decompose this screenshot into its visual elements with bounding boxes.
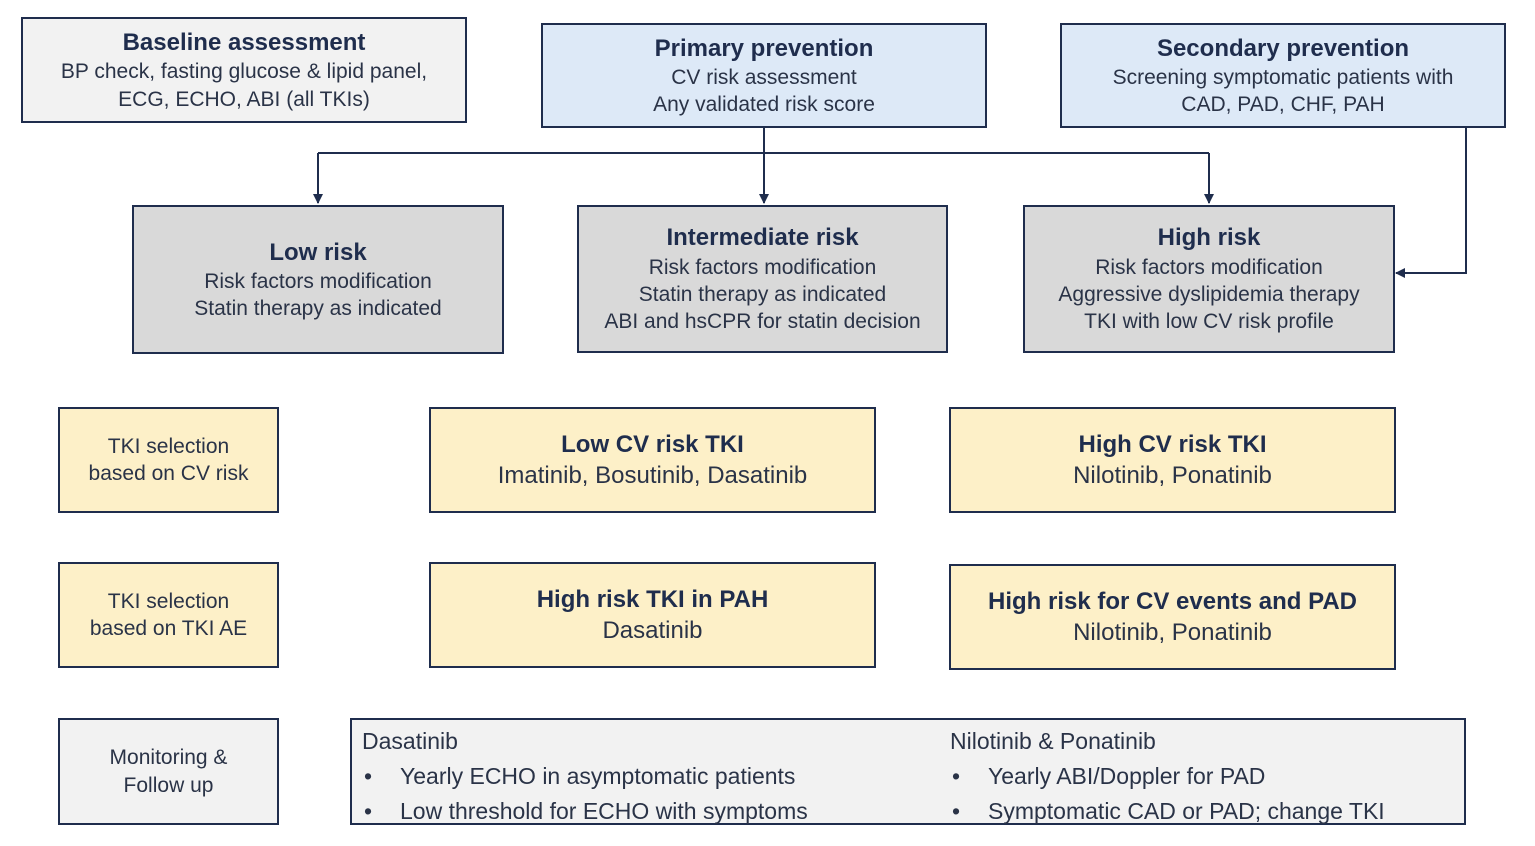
bullet-glyph: • <box>364 763 373 789</box>
monitoring-details-box: Dasatinib • Yearly ECHO in asymptomatic … <box>350 718 1466 825</box>
intermediate-risk-line-2: Statin therapy as indicated <box>638 282 887 306</box>
high-risk-box: High risk Risk factors modification Aggr… <box>1023 205 1395 353</box>
nilotinib-bullet-2: • Symptomatic CAD or PAD; change TKI <box>950 794 1385 829</box>
high-risk-line-2: Aggressive dyslipidemia therapy <box>1058 282 1360 306</box>
low-cv-risk-tki-drugs: Imatinib, Bosutinib, Dasatinib <box>497 462 808 489</box>
high-risk-line-3: TKI with low CV risk profile <box>1084 310 1334 334</box>
intermediate-risk-title: Intermediate risk <box>666 224 859 252</box>
high-risk-tki-pah-drugs: Dasatinib <box>602 617 703 644</box>
high-cv-risk-tki-box: High CV risk TKI Nilotinib, Ponatinib <box>949 407 1396 513</box>
nilotinib-ponatinib-monitoring: Nilotinib & Ponatinib • Yearly ABI/Doppl… <box>950 724 1385 829</box>
low-risk-line-2: Statin therapy as indicated <box>194 297 442 321</box>
secondary-prevention-box: Secondary prevention Screening symptomat… <box>1060 23 1506 128</box>
bullet-glyph: • <box>952 798 961 824</box>
high-risk-line-1: Risk factors modification <box>1095 255 1323 279</box>
primary-title: Primary prevention <box>654 34 874 62</box>
high-risk-tki-pah-box: High risk TKI in PAH Dasatinib <box>429 562 876 668</box>
bullet-glyph: • <box>364 798 373 824</box>
nilotinib-bullet-1-text: Yearly ABI/Doppler for PAD <box>988 763 1266 789</box>
secondary-line-2: CAD, PAD, CHF, PAH <box>1181 93 1385 117</box>
dasatinib-monitoring: Dasatinib • Yearly ECHO in asymptomatic … <box>362 724 808 829</box>
dasatinib-bullet-1: • Yearly ECHO in asymptomatic patients <box>362 759 808 794</box>
low-risk-line-1: Risk factors modification <box>204 269 432 293</box>
high-cv-risk-tki-drugs: Nilotinib, Ponatinib <box>1073 462 1272 489</box>
monitoring-line-2: Follow up <box>123 773 214 797</box>
tki-selection-cv-line-2: based on CV risk <box>88 462 249 485</box>
high-risk-cv-pad-title: High risk for CV events and PAD <box>988 587 1357 615</box>
tki-selection-cv-label: TKI selection based on CV risk <box>58 407 279 513</box>
monitoring-line-1: Monitoring & <box>109 746 228 770</box>
dasatinib-bullet-2-text: Low threshold for ECHO with symptoms <box>400 798 808 824</box>
intermediate-risk-line-3: ABI and hsCPR for statin decision <box>604 310 921 334</box>
secondary-line-1: Screening symptomatic patients with <box>1112 65 1454 89</box>
low-cv-risk-tki-box: Low CV risk TKI Imatinib, Bosutinib, Das… <box>429 407 876 513</box>
tki-selection-ae-line-1: TKI selection <box>107 589 230 613</box>
primary-line-1: CV risk assessment <box>671 65 857 89</box>
connector-secondary-to-high <box>1395 128 1467 278</box>
low-cv-risk-tki-title: Low CV risk TKI <box>561 430 744 458</box>
tki-selection-ae-label: TKI selection based on TKI AE <box>58 562 279 668</box>
baseline-line-2: ECG, ECHO, ABI (all TKIs) <box>118 87 370 111</box>
high-risk-cv-pad-drugs: Nilotinib, Ponatinib <box>1073 619 1272 646</box>
tki-selection-cv-line-1: TKI selection <box>107 434 230 458</box>
high-risk-tki-pah-title: High risk TKI in PAH <box>536 585 769 613</box>
intermediate-risk-box: Intermediate risk Risk factors modificat… <box>577 205 948 353</box>
low-risk-title: Low risk <box>269 238 367 266</box>
dasatinib-bullet-2: • Low threshold for ECHO with symptoms <box>362 794 808 829</box>
high-risk-cv-pad-box: High risk for CV events and PAD Nilotini… <box>949 564 1396 670</box>
high-cv-risk-tki-title: High CV risk TKI <box>1078 430 1267 458</box>
nilotinib-bullet-2-text: Symptomatic CAD or PAD; change TKI <box>988 798 1385 824</box>
intermediate-risk-line-1: Risk factors modification <box>648 255 877 279</box>
monitoring-label: Monitoring & Follow up <box>58 718 279 825</box>
dasatinib-heading: Dasatinib <box>362 728 458 754</box>
primary-prevention-box: Primary prevention CV risk assessment An… <box>541 23 987 128</box>
dasatinib-bullet-1-text: Yearly ECHO in asymptomatic patients <box>400 763 796 789</box>
primary-line-2: Any validated risk score <box>653 93 875 117</box>
secondary-title: Secondary prevention <box>1156 34 1410 62</box>
low-risk-box: Low risk Risk factors modification Stati… <box>132 205 504 354</box>
nilotinib-ponatinib-heading: Nilotinib & Ponatinib <box>950 728 1156 754</box>
baseline-line-1: BP check, fasting glucose & lipid panel, <box>60 60 428 84</box>
baseline-title: Baseline assessment <box>122 29 366 57</box>
bullet-glyph: • <box>952 763 961 789</box>
baseline-assessment-box: Baseline assessment BP check, fasting gl… <box>21 17 467 123</box>
nilotinib-bullet-1: • Yearly ABI/Doppler for PAD <box>950 759 1385 794</box>
high-risk-title: High risk <box>1157 224 1261 252</box>
tki-selection-ae-line-2: based on TKI AE <box>89 617 248 640</box>
